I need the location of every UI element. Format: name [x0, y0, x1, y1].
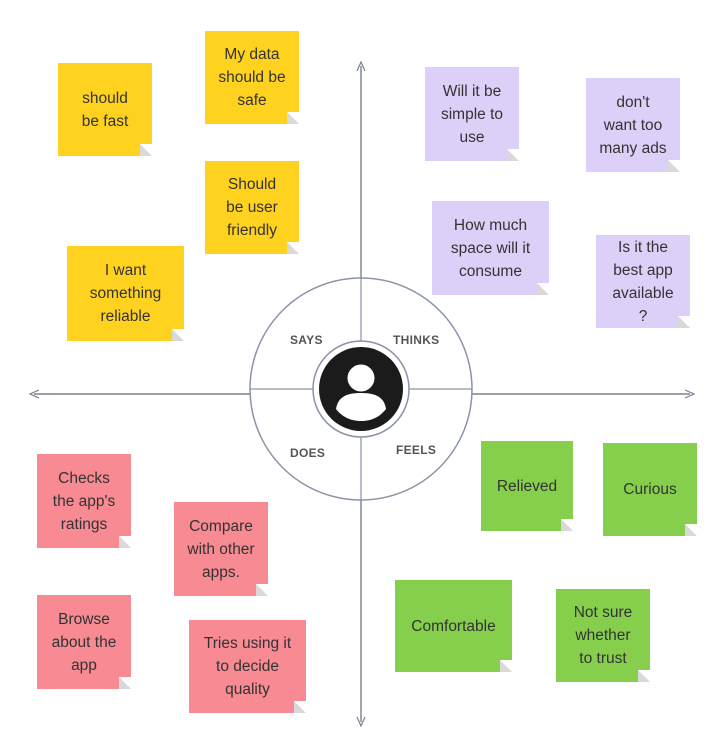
- sticky-note-says-4[interactable]: I want something reliable: [67, 246, 184, 341]
- sticky-note-says-2[interactable]: My data should be safe: [205, 31, 299, 124]
- sticky-note-feels-1[interactable]: Relieved: [481, 441, 573, 531]
- sticky-note-says-1[interactable]: should be fast: [58, 63, 152, 156]
- thinks-label: THINKS: [393, 333, 440, 347]
- sticky-note-thinks-4[interactable]: Is it the best app available ?: [596, 235, 690, 328]
- sticky-note-thinks-2[interactable]: don't want too many ads: [586, 78, 680, 172]
- says-label: SAYS: [290, 333, 323, 347]
- feels-label: FEELS: [396, 443, 437, 457]
- does-label: DOES: [290, 446, 326, 460]
- sticky-note-says-3[interactable]: Should be user friendly: [205, 161, 299, 254]
- sticky-note-does-2[interactable]: Compare with other apps.: [174, 502, 268, 596]
- sticky-note-thinks-3[interactable]: How much space will it consume: [432, 201, 549, 295]
- sticky-note-feels-2[interactable]: Curious: [603, 443, 697, 536]
- user-avatar-icon: [319, 347, 403, 431]
- sticky-note-does-4[interactable]: Tries using it to decide quality: [189, 620, 306, 713]
- sticky-note-does-1[interactable]: Checks the app's ratings: [37, 454, 131, 548]
- sticky-note-thinks-1[interactable]: Will it be simple to use: [425, 67, 519, 161]
- sticky-note-feels-3[interactable]: Comfortable: [395, 580, 512, 672]
- sticky-note-feels-4[interactable]: Not sure whether to trust: [556, 589, 650, 682]
- sticky-note-does-3[interactable]: Browse about the app: [37, 595, 131, 689]
